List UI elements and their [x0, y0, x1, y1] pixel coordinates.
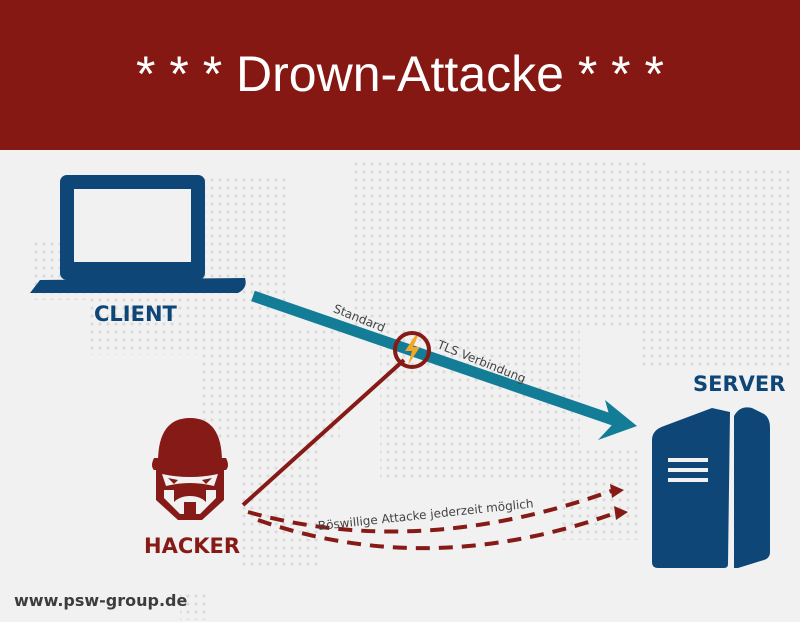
laptop-icon — [30, 175, 246, 293]
lightning-icon — [405, 336, 420, 365]
server-icon — [652, 407, 770, 568]
title-banner: * * * Drown-Attacke * * * — [0, 0, 800, 150]
page-title: * * * Drown-Attacke * * * — [136, 46, 664, 102]
hacker-icon — [152, 418, 228, 520]
client-label: CLIENT — [94, 302, 177, 326]
intercept-line — [241, 358, 406, 507]
attack-arrows — [247, 484, 628, 551]
intercept-circle — [393, 331, 431, 369]
server-label: SERVER — [693, 372, 786, 396]
footer-url: www.psw-group.de — [14, 591, 188, 610]
hacker-label: HACKER — [144, 534, 241, 558]
tls-connection-arrow — [251, 290, 637, 440]
